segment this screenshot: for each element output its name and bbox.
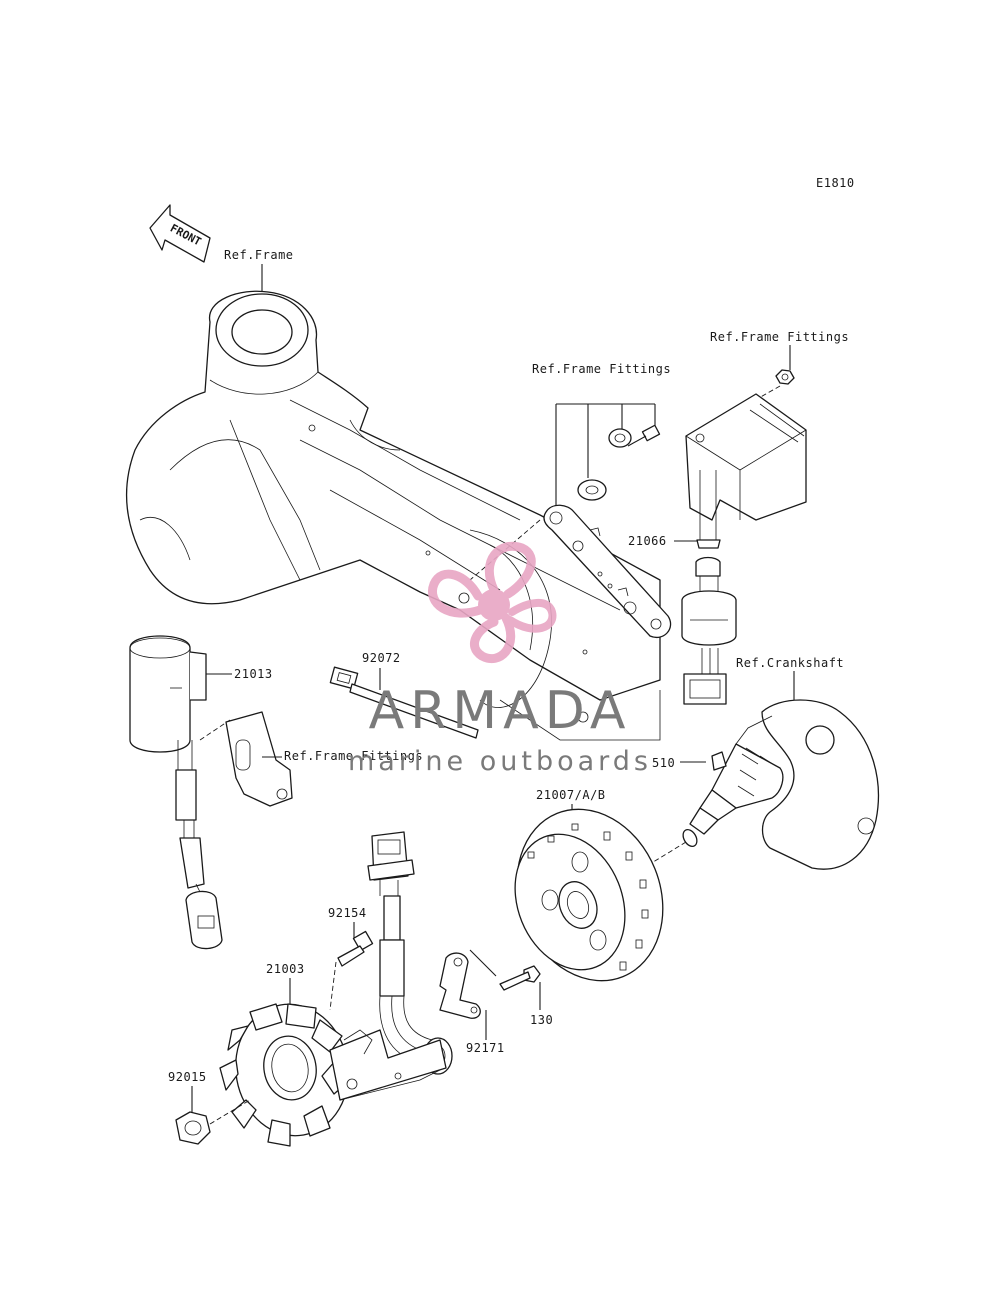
ref-frame-fittings-left-label: Ref.Frame Fittings [284,749,423,763]
part-92072-label: 92072 [362,651,401,665]
frame-illustration [126,290,661,741]
stator-bolt [337,930,374,967]
ref-frame-fittings-mid-label: Ref.Frame Fittings [532,362,671,376]
front-arrow-icon: FRONT [149,204,211,263]
armada-watermark: ARMADA marine outboards [348,541,652,777]
nut-icon [775,369,795,385]
stator-nut-icon [175,1111,211,1145]
cable-band [329,666,479,739]
regulator-connector [681,556,737,705]
flange-bolt [499,965,541,991]
collar [608,428,632,448]
part-21007-label: 21007/A/B [536,788,606,802]
coil-dash-line [199,719,231,741]
pickup-coil [129,635,223,950]
part-21013-label: 21013 [234,667,273,681]
frame-fitting-bracket [543,504,672,639]
rubber-grommet [577,479,607,501]
regulator-rectifier [685,393,807,549]
ref-frame-label: Ref.Frame [224,248,294,262]
part-130-label: 130 [530,1013,553,1027]
part-21066-label: 21066 [628,534,667,548]
clamp-outline-line [469,949,497,977]
diagram-code: E1810 [816,176,855,190]
stator-coil [219,1003,447,1147]
mounting-bolt [627,424,661,447]
ref-frame-fittings-top-label: Ref.Frame Fittings [710,330,849,344]
crankshaft-illustration [682,699,879,870]
woodruff-key [711,751,727,771]
frame-fittings-mid-leaders [555,403,656,512]
watermark-brand: ARMADA [369,681,632,741]
watermark-tagline: marine outboards [348,746,652,777]
part-510-label: 510 [652,756,675,770]
crankshaft-dash-line [649,841,687,865]
coil-bracket [225,711,293,807]
bolt-dash-line-1 [469,519,541,581]
bolt-dash-line-2 [329,961,337,1011]
wire-clamp [439,952,481,1019]
part-92171-label: 92171 [466,1041,505,1055]
part-92015-label: 92015 [168,1070,207,1084]
part-92154-label: 92154 [328,906,367,920]
flywheel-rotor [514,808,664,982]
part-21003-label: 21003 [266,962,305,976]
ref-crankshaft-label: Ref.Crankshaft [736,656,844,670]
propeller-logo-icon [428,541,557,663]
